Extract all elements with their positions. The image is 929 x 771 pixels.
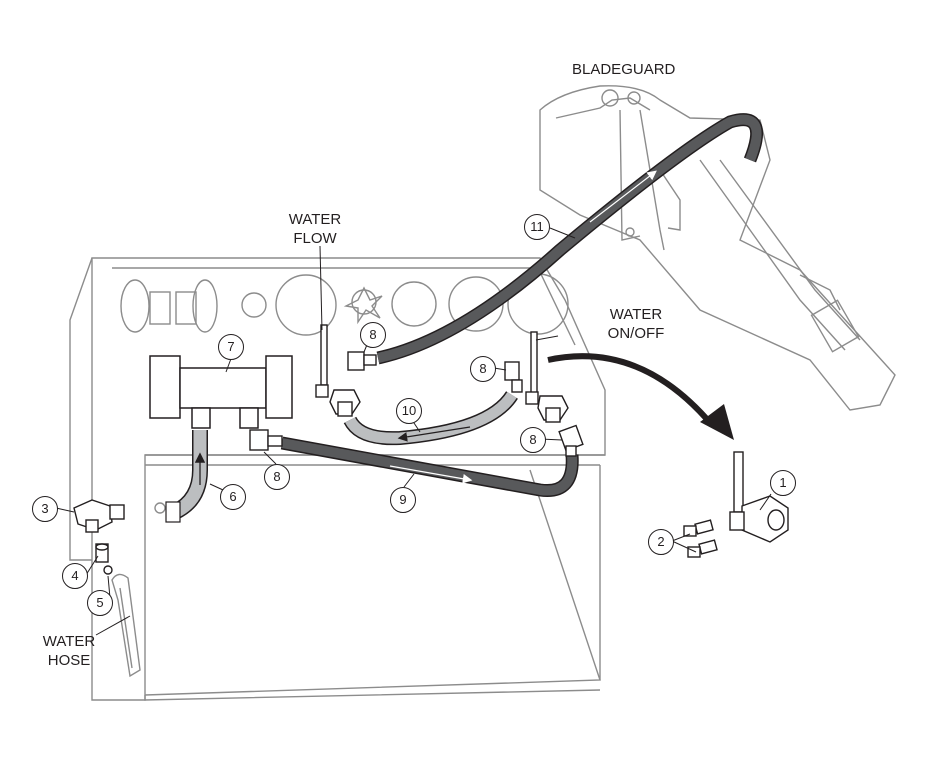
water-hose-label-line1: WATER bbox=[42, 633, 96, 650]
callout-10: 10 bbox=[396, 398, 422, 424]
fitting-4 bbox=[95, 543, 109, 563]
water-flow-label: WATER FLOW bbox=[280, 210, 350, 248]
callout-5: 5 bbox=[87, 590, 113, 616]
water-hose bbox=[111, 573, 141, 678]
callout-8-lower-left: 8 bbox=[264, 464, 290, 490]
hose-9 bbox=[280, 436, 579, 498]
hose-6 bbox=[171, 430, 208, 520]
callout-1: 1 bbox=[770, 470, 796, 496]
callout-9: 9 bbox=[390, 487, 416, 513]
washer-5 bbox=[103, 565, 113, 575]
saw-frame bbox=[69, 257, 606, 701]
hose-11 bbox=[376, 113, 764, 365]
on-off-valve-exploded bbox=[729, 451, 789, 543]
water-flow-label-line1: WATER bbox=[288, 211, 342, 228]
manifold bbox=[149, 355, 293, 429]
elbow-fitting-8b bbox=[504, 361, 523, 393]
exploded-view-arrowhead bbox=[700, 404, 734, 440]
exploded-view-arrow bbox=[547, 353, 715, 427]
water-onoff-valve bbox=[525, 331, 569, 423]
hose-10 bbox=[343, 390, 518, 446]
callout-8-water-flow: 8 bbox=[360, 322, 386, 348]
callout-6: 6 bbox=[220, 484, 246, 510]
callout-8-onoff: 8 bbox=[470, 356, 496, 382]
water-hose-label: WATER HOSE bbox=[34, 632, 104, 670]
water-hose-label-line2: HOSE bbox=[47, 652, 91, 669]
callout-2: 2 bbox=[648, 529, 674, 555]
screws-2 bbox=[683, 519, 718, 558]
elbow-fitting-8a bbox=[347, 351, 377, 371]
callout-11: 11 bbox=[524, 214, 550, 240]
hose-6-fitting bbox=[165, 501, 181, 523]
callout-4: 4 bbox=[62, 563, 88, 589]
elbow-fitting-8d bbox=[558, 424, 584, 457]
callout-7: 7 bbox=[218, 334, 244, 360]
water-onoff-label-line1: WATER bbox=[609, 306, 663, 323]
elbow-fitting-3 bbox=[73, 499, 125, 533]
water-onoff-label-line2: ON/OFF bbox=[607, 325, 665, 342]
water-onoff-label: WATER ON/OFF bbox=[600, 305, 672, 343]
callout-8-lower-right: 8 bbox=[520, 427, 546, 453]
water-flow-valve bbox=[315, 324, 361, 417]
elbow-fitting-8c bbox=[249, 429, 283, 451]
bladeguard-label: BLADEGUARD bbox=[572, 61, 676, 78]
water-flow-label-line2: FLOW bbox=[293, 230, 337, 247]
callout-3: 3 bbox=[32, 496, 58, 522]
bladeguard-assembly bbox=[539, 85, 896, 411]
